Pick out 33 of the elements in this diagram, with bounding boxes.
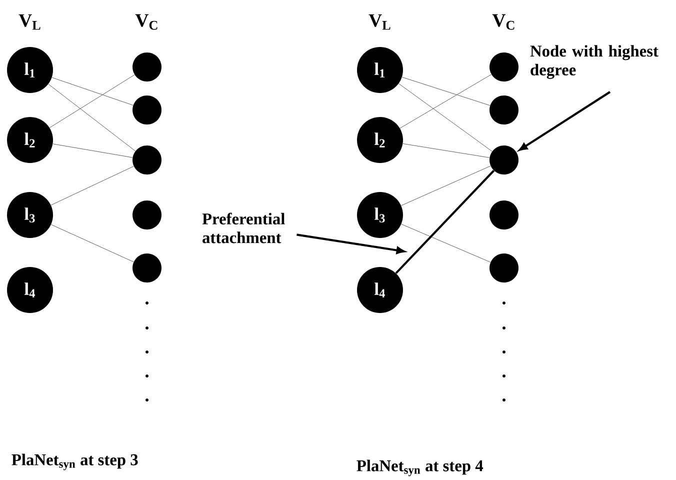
column-label: V$_{C}$ <box>492 14 514 30</box>
edge-line <box>398 83 492 152</box>
column-label: V$_{L}$ <box>18 14 40 30</box>
vertex-circle <box>490 52 518 82</box>
vertex-circle <box>490 200 518 230</box>
vertex-circle <box>132 52 162 82</box>
edge-line <box>395 170 495 274</box>
edge-line <box>402 143 490 158</box>
annotation-text: Node with highest degree <box>530 45 658 79</box>
edge-line <box>52 144 133 158</box>
edge-line <box>401 166 491 206</box>
edge-line <box>49 74 135 128</box>
vertex-circle <box>132 96 162 124</box>
arrow <box>296 234 405 254</box>
arrow <box>519 91 611 151</box>
column-label: V$_{C}$ <box>135 14 158 30</box>
edge-line <box>50 166 134 206</box>
vertex-circle <box>132 146 162 174</box>
vertex-circle <box>132 200 162 230</box>
edge-line <box>48 84 136 152</box>
edge-line <box>400 74 492 128</box>
annotation-text: Preferential attachment <box>202 212 285 244</box>
vertex-circle <box>490 146 518 174</box>
vertex-circle <box>490 96 518 124</box>
column-label: V$_{L}$ <box>368 14 390 30</box>
edge-line <box>401 224 491 262</box>
panel-caption: PlaNet$_{syn}$ at step 4 <box>356 460 484 476</box>
vertex-circle <box>132 254 162 282</box>
vertex-circle <box>490 254 518 282</box>
edge-line <box>402 76 490 106</box>
panel-caption: PlaNet$_{syn}$ at step 3 <box>12 454 138 470</box>
edge-line <box>50 224 134 262</box>
edge-line <box>52 77 134 106</box>
